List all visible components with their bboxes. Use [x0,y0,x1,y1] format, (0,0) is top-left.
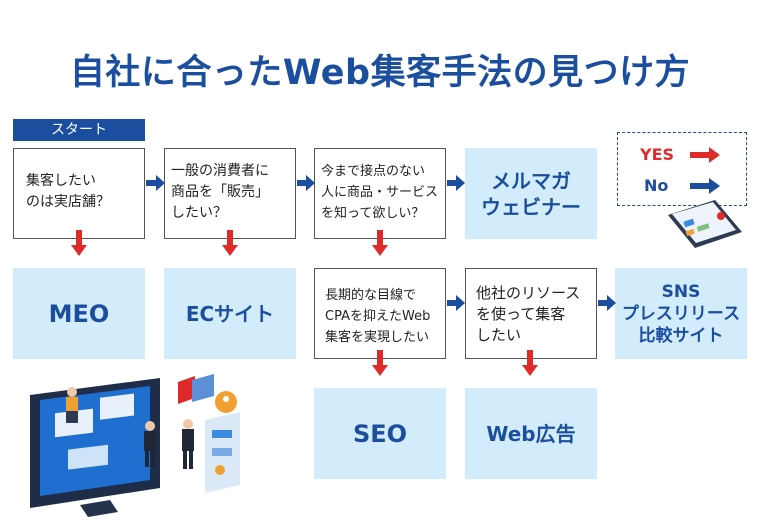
yes-arrow-q2-ec [222,230,238,256]
result-sns: SNS プレスリリース 比較サイト [615,268,747,359]
no-arrow-q5-sns [598,295,616,311]
yes-arrow-q4-seo [372,350,388,376]
result-meo: MEO [13,268,145,359]
result-ad: Web広告 [465,388,597,479]
question-long-term: 長期的な目線で CPAを抑えたWeb 集客を実現したい [314,268,446,359]
start-label: スタート [13,119,145,141]
question-new-contact: 今まで接点のない 人に商品・サービス を知って欲しい？ [314,148,446,239]
result-sns-text: SNS プレスリリース 比較サイト [621,281,741,346]
yes-arrow-q1-meo [71,230,87,256]
yes-arrow-q3-q4 [372,230,388,256]
smartphone-illustration [668,200,742,248]
no-arrow-q3-mail [447,175,465,191]
question-other-resources-text: 他社のリソース を使って集客 したい [476,284,581,344]
question-store-text: 集客したい のは実店舗？ [26,173,110,210]
result-seo: SEO [314,388,446,479]
question-new-contact-text: 今まで接点のない 人に商品・サービス を知って欲しい？ [321,164,439,221]
result-ec-text: ECサイト [185,301,275,326]
no-arrow-q1-q2 [146,175,165,191]
page-title: 自社に合ったWeb集客手法の見つけ方 [69,53,691,93]
result-meo-text: MEO [48,299,110,328]
yes-arrow-q5-ad [522,350,538,376]
legend: YES No [617,132,747,206]
result-ad-text: Web広告 [486,421,576,446]
question-other-resources: 他社のリソース を使って集客 したい [465,268,597,359]
result-seo-text: SEO [352,419,408,448]
result-mail-text: メルマガ ウェビナー [481,168,581,219]
question-sell: 一般の消費者に 商品を「販売」 したい？ [164,148,296,239]
legend-no-arrow [690,178,720,194]
result-mail: メルマガ ウェビナー [465,148,597,239]
monitor-illustration [30,374,240,517]
result-ec: ECサイト [164,268,296,359]
legend-yes: YES [640,145,675,164]
question-sell-text: 一般の消費者に 商品を「販売」 したい？ [171,163,269,221]
legend-no: No [644,176,669,195]
no-arrow-q4-q5 [447,295,465,311]
legend-yes-arrow [690,147,720,163]
no-arrow-q2-q3 [297,175,315,191]
question-long-term-text: 長期的な目線で CPAを抑えたWeb 集客を実現したい [325,288,431,345]
